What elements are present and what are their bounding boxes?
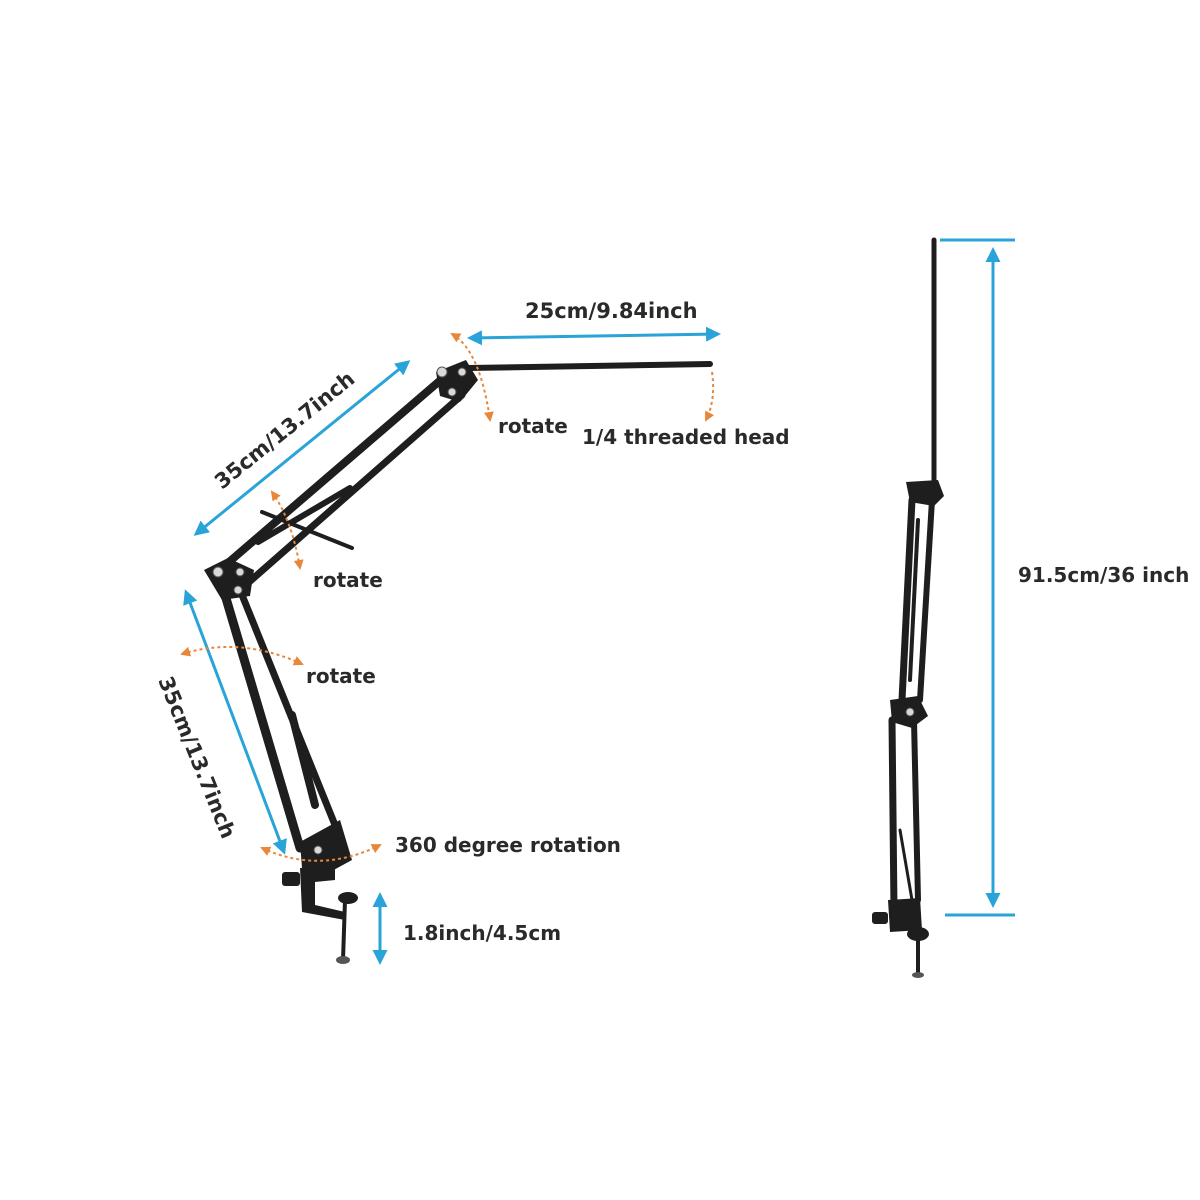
label-threaded-head: 1/4 threaded head: [582, 425, 790, 449]
label-top-arm-length: 25cm/9.84inch: [525, 299, 698, 323]
extended-base: [888, 898, 922, 932]
label-rotate-mid: rotate: [313, 568, 383, 592]
label-rotate-top: rotate: [498, 414, 568, 438]
label-upper-arm-length: 35cm/13.7inch: [210, 367, 359, 494]
dim-top-arm: [467, 326, 721, 346]
dim-upper-arm: [193, 360, 411, 536]
label-total-height: 91.5cm/36 inch: [1018, 563, 1189, 587]
rotate-arrow-head: [705, 371, 715, 422]
rotate-arrow-mid: [270, 490, 304, 570]
label-base-rotation: 360 degree rotation: [395, 833, 621, 857]
extended-arm: [872, 237, 944, 978]
rotate-arrow-top: [450, 333, 494, 422]
label-clamp-opening: 1.8inch/4.5cm: [403, 921, 561, 945]
rotate-arrow-low: [180, 645, 304, 666]
label-rotate-low: rotate: [306, 664, 376, 688]
middle-joint: [204, 558, 254, 600]
base-joint: [300, 820, 352, 872]
dim-lower-arm: [183, 589, 287, 855]
rotate-arrow-base: [260, 844, 382, 862]
folded-arm: [204, 360, 713, 964]
desk-clamp: [300, 866, 345, 920]
